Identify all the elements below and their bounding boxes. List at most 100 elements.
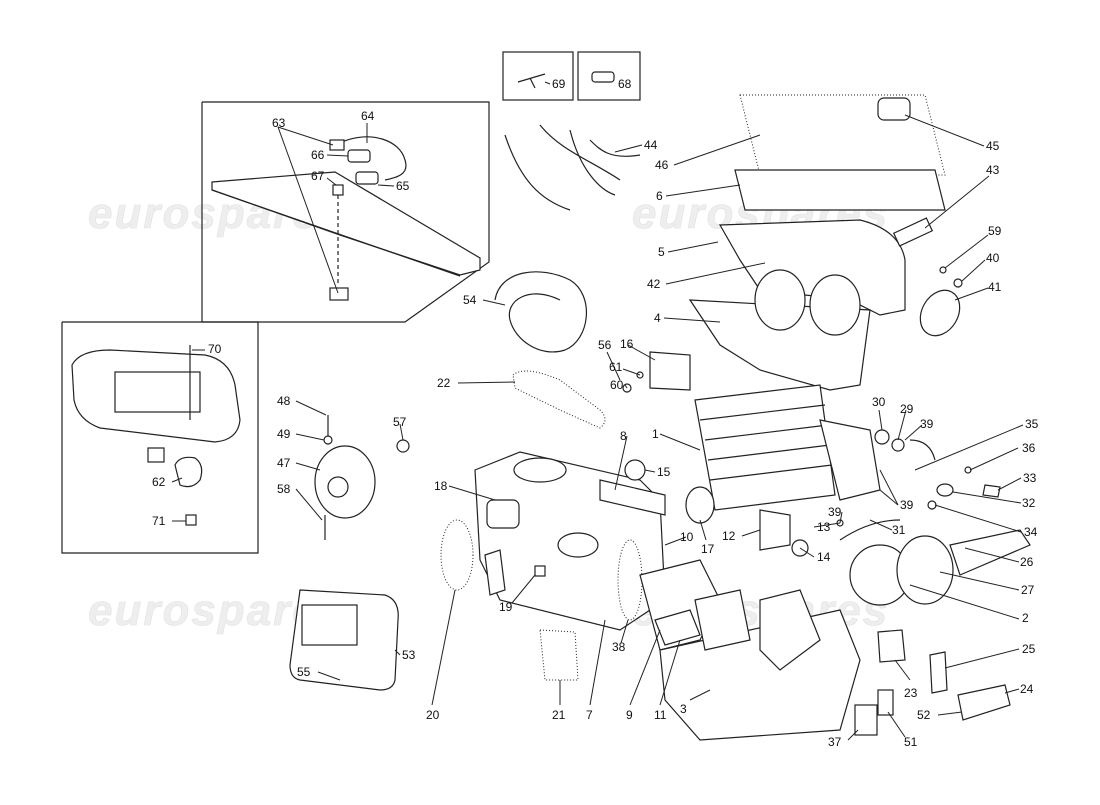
part-callout-64[interactable]: 64: [361, 109, 375, 123]
part-callout-45[interactable]: 45: [986, 139, 1000, 153]
part-callout-26[interactable]: 26: [1020, 555, 1034, 569]
part-callout-68[interactable]: 68: [618, 77, 632, 91]
gasket-38-drawing: [617, 539, 643, 621]
part-callout-22[interactable]: 22: [437, 376, 451, 390]
inset-box-68: [577, 51, 641, 101]
part-callout-7[interactable]: 7: [586, 708, 593, 722]
part-callout-60[interactable]: 60: [610, 378, 624, 392]
strap-26-drawing: [949, 529, 1031, 576]
part-callout-6[interactable]: 6: [656, 189, 663, 203]
filter-6-drawing: [734, 169, 946, 211]
part-callout-34[interactable]: 34: [1024, 525, 1038, 539]
part-callout-39[interactable]: 39: [828, 505, 842, 519]
part-callout-10[interactable]: 10: [680, 530, 694, 544]
part-callout-58[interactable]: 58: [277, 482, 291, 496]
part-callout-19[interactable]: 19: [499, 600, 513, 614]
fitting-29-drawing: [891, 438, 905, 452]
part-callout-59[interactable]: 59: [988, 224, 1002, 238]
inset-frame-roof: [201, 101, 490, 323]
part-callout-23[interactable]: 23: [904, 686, 918, 700]
part-callout-39[interactable]: 39: [920, 417, 934, 431]
control-unit-panel: [301, 604, 358, 646]
part-callout-40[interactable]: 40: [986, 251, 1000, 265]
part-callout-63[interactable]: 63: [272, 116, 286, 130]
sensor-65-drawing: [355, 171, 379, 185]
bracket-16-drawing: [649, 351, 691, 391]
part-callout-1[interactable]: 1: [652, 427, 659, 441]
part-callout-55[interactable]: 55: [297, 665, 311, 679]
part-callout-62[interactable]: 62: [152, 475, 166, 489]
hose-39-drawing: [909, 439, 936, 461]
part-callout-36[interactable]: 36: [1022, 441, 1036, 455]
part-callout-27[interactable]: 27: [1021, 583, 1035, 597]
part-callout-18[interactable]: 18: [434, 479, 448, 493]
part-callout-44[interactable]: 44: [644, 138, 658, 152]
part-callout-21[interactable]: 21: [552, 708, 566, 722]
ring-41-drawing: [919, 289, 961, 337]
part-callout-67[interactable]: 67: [311, 169, 325, 183]
duct-drawing: [694, 589, 751, 651]
leader-lines: [171, 81, 1024, 741]
part-callout-54[interactable]: 54: [463, 293, 477, 307]
part-callout-2[interactable]: 2: [1022, 611, 1029, 625]
part-callout-70[interactable]: 70: [208, 342, 222, 356]
part-callout-5[interactable]: 5: [658, 245, 665, 259]
part-callout-17[interactable]: 17: [701, 542, 715, 556]
part-callout-71[interactable]: 71: [152, 514, 166, 528]
part-callout-12[interactable]: 12: [722, 529, 736, 543]
part-callout-66[interactable]: 66: [311, 148, 325, 162]
part-callout-4[interactable]: 4: [654, 311, 661, 325]
part-callout-25[interactable]: 25: [1022, 642, 1036, 656]
part-callout-41[interactable]: 41: [988, 280, 1002, 294]
part-callout-43[interactable]: 43: [986, 163, 1000, 177]
part-callout-11[interactable]: 11: [654, 708, 667, 722]
part-callout-13[interactable]: 13: [817, 520, 831, 534]
console-vent-drawing: [114, 371, 201, 413]
part-callout-15[interactable]: 15: [657, 465, 671, 479]
harness-44-drawing: [504, 124, 641, 211]
part-callout-30[interactable]: 30: [872, 395, 886, 409]
washer-49-drawing: [323, 435, 333, 445]
sensor-66-drawing: [347, 149, 371, 163]
motor-45-drawing: [877, 97, 911, 121]
part-callout-57[interactable]: 57: [393, 415, 407, 429]
actuator-17-drawing: [685, 486, 715, 524]
connector-66-drawing: [329, 139, 345, 151]
part-37-drawing: [854, 704, 878, 736]
part-callout-61[interactable]: 61: [609, 360, 623, 374]
part-callout-52[interactable]: 52: [917, 708, 931, 722]
part-callout-32[interactable]: 32: [1022, 496, 1036, 510]
part-callout-37[interactable]: 37: [828, 735, 842, 749]
part-callout-14[interactable]: 14: [817, 550, 831, 564]
part-callout-69[interactable]: 69: [552, 77, 566, 91]
part-callout-20[interactable]: 20: [426, 708, 440, 722]
part-callout-39[interactable]: 39: [900, 498, 914, 512]
flap-drawing: [484, 549, 506, 596]
part-callout-46[interactable]: 46: [655, 158, 669, 172]
part-callout-38[interactable]: 38: [612, 640, 626, 654]
part-callout-49[interactable]: 49: [277, 427, 291, 441]
part-callout-48[interactable]: 48: [277, 394, 291, 408]
grille-18-drawing: [486, 499, 520, 529]
part-68-drawing: [591, 71, 615, 83]
part-callout-35[interactable]: 35: [1025, 417, 1039, 431]
part-callout-3[interactable]: 3: [680, 702, 687, 716]
part-callout-42[interactable]: 42: [647, 277, 661, 291]
part-24-drawing: [957, 684, 1011, 721]
part-callout-47[interactable]: 47: [277, 456, 291, 470]
wire-64-drawing: [341, 136, 407, 181]
nut-57-drawing: [396, 439, 410, 453]
inset-frame-console: [61, 321, 259, 554]
part-callout-24[interactable]: 24: [1020, 682, 1034, 696]
part-callout-31[interactable]: 31: [892, 523, 906, 537]
part-callout-29[interactable]: 29: [900, 402, 914, 416]
part-callout-9[interactable]: 9: [626, 708, 633, 722]
bezel-8-drawing: [599, 479, 666, 516]
part-callout-8[interactable]: 8: [620, 429, 627, 443]
part-callout-16[interactable]: 16: [620, 337, 634, 351]
part-callout-33[interactable]: 33: [1023, 471, 1037, 485]
part-callout-51[interactable]: 51: [904, 735, 918, 749]
part-callout-65[interactable]: 65: [396, 179, 410, 193]
part-callout-53[interactable]: 53: [402, 648, 416, 662]
part-callout-56[interactable]: 56: [598, 338, 612, 352]
